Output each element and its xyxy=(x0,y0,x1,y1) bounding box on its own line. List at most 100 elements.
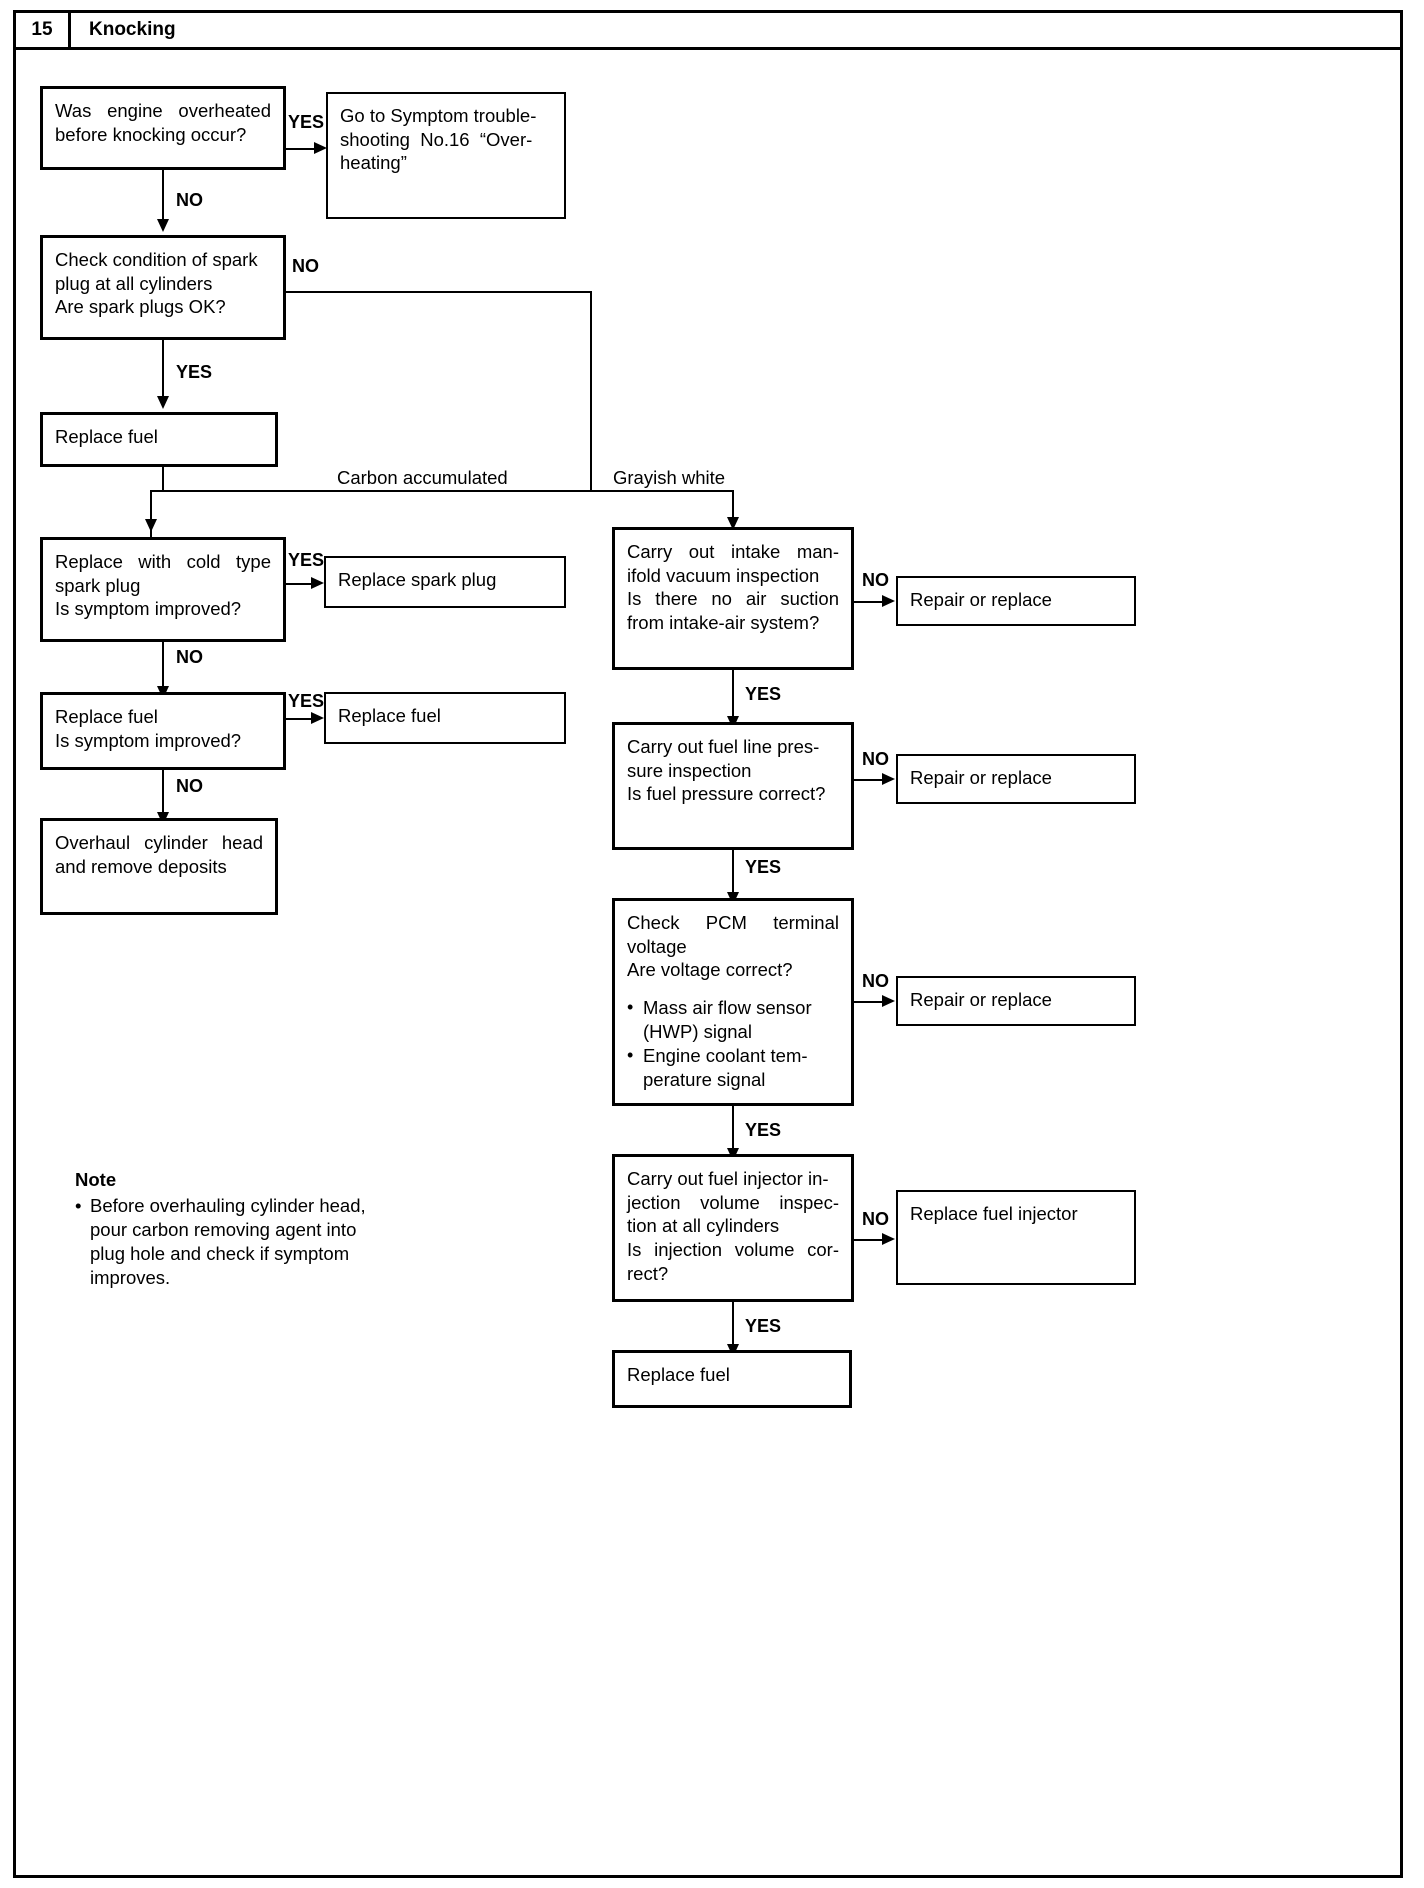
node-line: Check condition of spark xyxy=(55,249,258,270)
edge-label-overheat-no: NO xyxy=(176,190,203,210)
note-block: Note • Before overhauling cylinder head,… xyxy=(75,1168,475,1290)
node-line: plug at all cylinders xyxy=(55,272,213,294)
node-overheat-question[interactable]: Was engine overheated before knocking oc… xyxy=(40,86,286,170)
node-line: tion at all cylinders xyxy=(627,1215,780,1237)
node-line: before knocking occur? xyxy=(55,123,247,145)
edge-label-cold-yes: YES xyxy=(288,550,325,570)
node-line: Carry out intake man- xyxy=(627,541,839,562)
note-line: pour carbon removing agent into xyxy=(90,1219,357,1241)
node-line: Engine coolant tem- xyxy=(643,1045,808,1067)
edge-intake-no-line xyxy=(854,601,886,603)
node-repair-or-replace-2[interactable]: Repair or replace xyxy=(896,754,1136,804)
edge-label-intake-yes: YES xyxy=(745,684,782,704)
node-line: jection volume inspec- xyxy=(627,1191,839,1213)
node-line: Replace spark plug xyxy=(338,569,497,590)
node-pcm-voltage-question[interactable]: Check PCM terminal voltage Are voltage c… xyxy=(612,898,854,1106)
pcm-signal-list: • Mass air flow sensor (HWP) signal • En… xyxy=(627,996,839,1092)
node-replace-fuel-2[interactable]: Replace fuel xyxy=(324,692,566,744)
edge-intake-yes-line xyxy=(732,670,734,722)
edge-injector-no-line xyxy=(854,1239,886,1241)
node-line: Carry out fuel line pres- xyxy=(627,736,820,757)
edge-branch-left-down xyxy=(150,490,152,537)
node-goto-no16[interactable]: Go to Symptom trouble- shooting No.16 “O… xyxy=(326,92,566,219)
edge-cold-yes-line xyxy=(286,583,316,585)
edge-label-grayish-white: Grayish white xyxy=(613,467,726,488)
node-replace-spark-plug[interactable]: Replace spark plug xyxy=(324,556,566,608)
edge-label-overheat-yes: YES xyxy=(288,112,325,132)
node-spark-plug-question[interactable]: Check condition of spark plug at all cyl… xyxy=(40,235,286,340)
node-line: Replace fuel xyxy=(338,705,441,726)
node-line: (HWP) signal xyxy=(643,1020,752,1042)
edge-branch-bus xyxy=(150,490,734,492)
node-line: heating” xyxy=(340,152,407,174)
edge-label-cold-no: NO xyxy=(176,647,203,667)
edge-injector-yes-line xyxy=(732,1302,734,1350)
node-fuel-line-question[interactable]: Carry out fuel line pres- sure inspectio… xyxy=(612,722,854,850)
section-number: 15 xyxy=(16,13,71,47)
edge-spark-yes-arrow xyxy=(157,396,169,409)
edge-label-spark-yes: YES xyxy=(176,362,213,382)
list-item: • Mass air flow sensor (HWP) signal xyxy=(627,996,839,1043)
node-line: Replace fuel xyxy=(55,706,158,727)
node-overhaul-cylinder-head[interactable]: Overhaul cylinder head and remove deposi… xyxy=(40,818,278,915)
bullet-icon: • xyxy=(75,1195,82,1217)
node-line: Carry out fuel injector in- xyxy=(627,1168,829,1189)
node-line: Replace fuel injector xyxy=(910,1203,1078,1224)
note-item: • Before overhauling cylinder head, pour… xyxy=(75,1194,475,1290)
node-replace-fuel-injector[interactable]: Replace fuel injector xyxy=(896,1190,1136,1285)
node-line: Replace fuel xyxy=(55,426,158,447)
node-line: ifold vacuum inspection xyxy=(627,564,820,586)
node-repair-or-replace-1[interactable]: Repair or replace xyxy=(896,576,1136,626)
edge-pcm-no-line xyxy=(854,1001,886,1003)
node-line: Is symptom improved? xyxy=(55,729,242,751)
node-line: Replace fuel xyxy=(627,1364,730,1385)
edge-label-injector-yes: YES xyxy=(745,1316,782,1336)
edge-label-pcm-yes: YES xyxy=(745,1120,782,1140)
edge-spark-no-line-v xyxy=(590,291,592,492)
node-replace-fuel-question[interactable]: Replace fuel Is symptom improved? xyxy=(40,692,286,770)
edge-cold-yes-arrow xyxy=(311,577,324,589)
node-cold-type-question[interactable]: Replace with cold type spark plug Is sym… xyxy=(40,537,286,642)
node-line: Is symptom improved? xyxy=(55,598,242,620)
node-line: Are voltage correct? xyxy=(627,959,793,981)
edge-branch-left-arrow xyxy=(145,519,157,532)
edge-intake-no-arrow xyxy=(882,595,895,607)
edge-spark-no-line-h xyxy=(286,291,592,293)
edge-label-pcm-no: NO xyxy=(862,971,889,991)
edge-overheat-no-line xyxy=(162,170,164,225)
node-line: rect? xyxy=(627,1262,669,1284)
node-replace-fuel-1[interactable]: Replace fuel xyxy=(40,412,278,467)
edge-fuelq-no-line xyxy=(162,770,164,818)
edge-branch-right-arrow xyxy=(727,517,739,530)
node-line: spark plug xyxy=(55,574,141,596)
edge-overheat-yes-arrow xyxy=(314,142,327,154)
node-line: and remove deposits xyxy=(55,855,227,877)
edge-label-fuelq-no: NO xyxy=(176,776,203,796)
note-title: Note xyxy=(75,1169,117,1190)
edge-label-carbon-accumulated: Carbon accumulated xyxy=(337,467,508,488)
node-line: Repair or replace xyxy=(910,989,1052,1010)
node-line: Repair or replace xyxy=(910,767,1052,788)
node-line: Replace with cold type xyxy=(55,551,271,572)
edge-cold-no-line xyxy=(162,642,164,692)
node-intake-manifold-question[interactable]: Carry out intake man- ifold vacuum inspe… xyxy=(612,527,854,670)
edge-fuelq-yes-arrow xyxy=(311,712,324,724)
node-line: sure inspection xyxy=(627,759,752,781)
page-header: 15 Knocking xyxy=(13,10,1403,50)
node-replace-fuel-3[interactable]: Replace fuel xyxy=(612,1350,852,1408)
edge-pcm-no-arrow xyxy=(882,995,895,1007)
node-line: Go to Symptom trouble- xyxy=(340,105,537,126)
edge-label-fuelq-yes: YES xyxy=(288,691,325,711)
edge-fuelq-yes-line xyxy=(286,718,316,720)
node-repair-or-replace-3[interactable]: Repair or replace xyxy=(896,976,1136,1026)
node-injector-question[interactable]: Carry out fuel injector in- jection volu… xyxy=(612,1154,854,1302)
node-line: Repair or replace xyxy=(910,589,1052,610)
edge-fuelline-no-line xyxy=(854,779,886,781)
list-item-text: Engine coolant tem- perature signal xyxy=(643,1044,839,1091)
node-line: Is injection volume cor- xyxy=(627,1239,839,1261)
node-line: Is fuel pressure correct? xyxy=(627,783,826,805)
edge-overheat-no-arrow xyxy=(157,219,169,232)
bullet-icon: • xyxy=(627,1045,634,1066)
edge-spark-yes-line xyxy=(162,340,164,402)
